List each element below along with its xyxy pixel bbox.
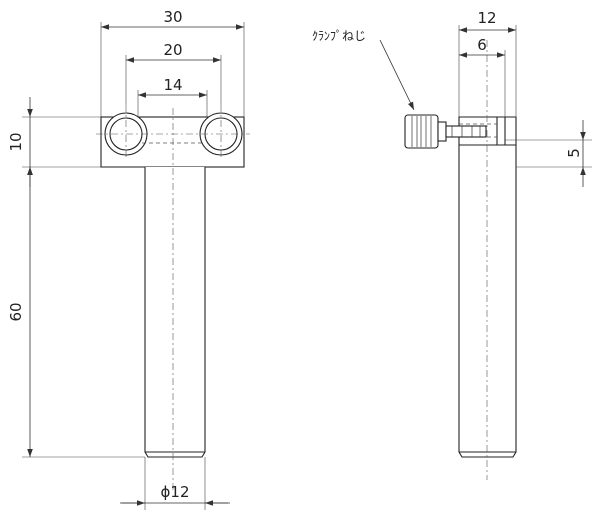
clamp-screw-leader [379, 39, 415, 111]
clamp-screw [404, 114, 487, 149]
dim-text-rod-length: 60 [7, 302, 25, 321]
clamp-screw-label: ｸﾗﾝﾌﾟねじ [312, 29, 366, 43]
dim-text-overall-width: 30 [163, 8, 182, 26]
clamp-screw-knob [404, 114, 439, 149]
side-body [458, 116, 517, 458]
clamp-screw-shaft [445, 125, 487, 138]
dim-text-hole-pitch: 20 [163, 41, 182, 59]
dim-text-side-half: 6 [477, 36, 487, 54]
dim-text-side-width: 12 [477, 9, 496, 27]
side-view: ｸﾗﾝﾌﾟねじ 12 6 5 [312, 9, 592, 480]
front-view: 30 20 14 10 60 ϕ12 [7, 8, 250, 510]
front-rod [144, 167, 206, 458]
dim-text-screw-offset: 5 [565, 148, 583, 158]
dim-text-rod-diameter: ϕ12 [161, 483, 190, 501]
dim-text-block-height: 10 [7, 132, 25, 151]
dim-text-inner-span: 14 [163, 76, 182, 94]
clamp-screw-neck [437, 121, 447, 142]
